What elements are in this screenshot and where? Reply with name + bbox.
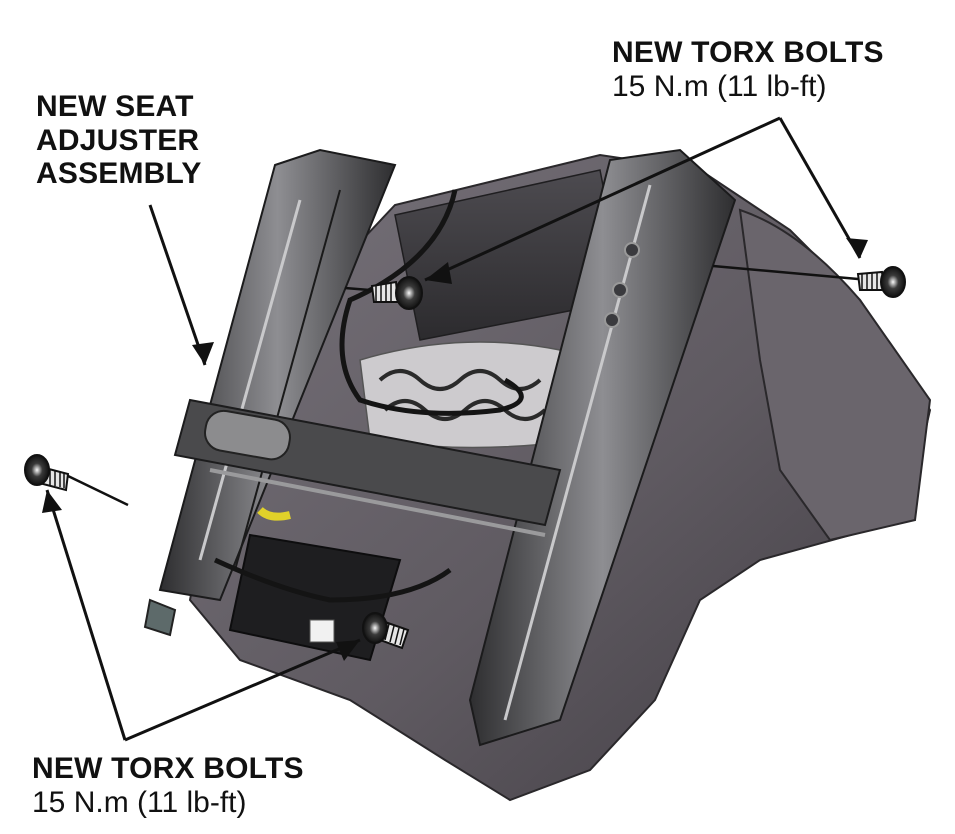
torx-bolt-icon	[362, 612, 410, 650]
torx-bolt-icon	[856, 266, 906, 298]
callout-top-right-bolts: NEW TORX BOLTS 15 N.m (11 lb-ft)	[612, 36, 884, 103]
callout-title: NEW TORX BOLTS	[32, 752, 304, 785]
arrow-head-icon	[42, 238, 868, 661]
torx-bolt-icon	[370, 276, 423, 310]
callout-line: ASSEMBLY	[36, 157, 202, 191]
callout-title: NEW TORX BOLTS	[612, 36, 884, 69]
callout-torque: 15 N.m (11 lb-ft)	[612, 69, 827, 103]
right-slide-rail	[468, 148, 737, 747]
callout-line: ADJUSTER	[36, 123, 200, 157]
torx-bolt-icon	[24, 454, 70, 492]
adjuster-motor	[204, 409, 291, 461]
leader-lines	[45, 116, 862, 742]
callout-seat-adjuster: NEW SEAT ADJUSTER ASSEMBLY	[36, 90, 202, 191]
callout-line: NEW SEAT	[36, 90, 194, 123]
wire-harness	[339, 189, 524, 416]
callout-torque: 15 N.m (11 lb-ft)	[32, 785, 247, 819]
cushion-side-flap	[738, 208, 932, 542]
callout-bottom-left-bolts: NEW TORX BOLTS 15 N.m (11 lb-ft)	[32, 752, 304, 819]
